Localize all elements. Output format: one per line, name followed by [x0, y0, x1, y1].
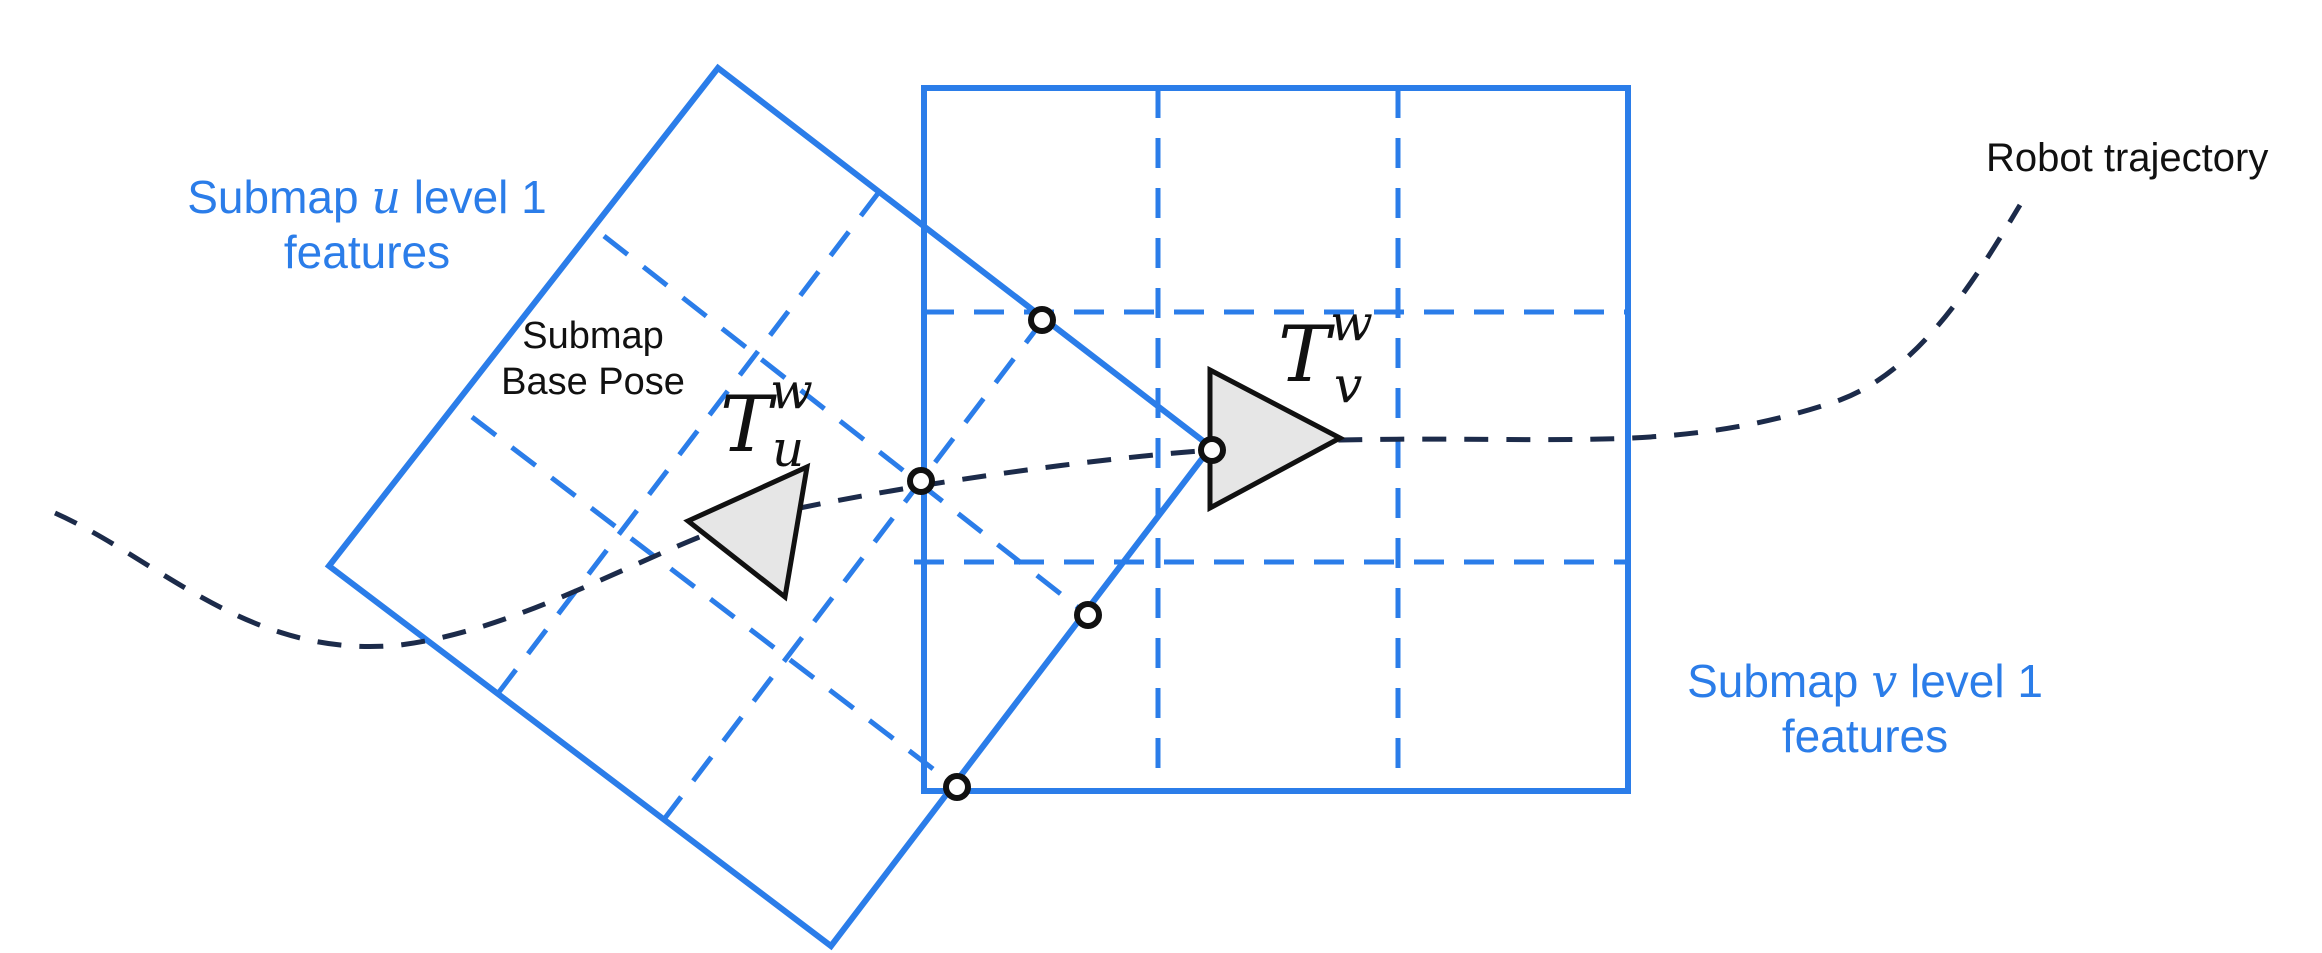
robot-trajectory-text: Robot trajectory — [1986, 136, 2269, 180]
keypoint-circle-icon — [1074, 601, 1102, 629]
pose-u-superscript: w — [770, 362, 813, 420]
keypoint-circle-icon — [907, 467, 935, 495]
base-pose-label-line1: Submap — [522, 315, 664, 357]
pose-v-subscript: v — [1334, 356, 1363, 414]
pose-v-symbol: T — [1278, 310, 1331, 400]
submap-v-label-line2: features — [1781, 710, 1949, 763]
submap-u-variable: u — [371, 170, 401, 224]
pose-v-math-label: T w v — [1278, 294, 1408, 430]
submap-v-variable: v — [1871, 654, 1898, 708]
pose-v-superscript: w — [1330, 294, 1373, 352]
pose-u-subscript: u — [772, 420, 805, 478]
submap-v-boundary — [921, 85, 1631, 794]
submap-u-grid-line — [663, 317, 1046, 820]
submap-u-label-line1: Submap u level 1 — [187, 170, 547, 224]
submap-v-label-line1: Submap v level 1 — [1687, 654, 2043, 708]
pose-triangle-u-icon — [683, 462, 811, 602]
submap-u-label-line2: features — [283, 226, 451, 279]
robot-trajectory-path — [53, 203, 2023, 649]
submap-u-grid-line — [602, 234, 1087, 615]
submap-v-label: Submap v level 1 features — [1660, 654, 2070, 764]
base-pose-label-line2: Base Pose — [501, 360, 685, 403]
keypoints — [907, 306, 1226, 801]
keypoint-circle-icon — [943, 773, 971, 801]
robot-trajectory-label: Robot trajectory — [1986, 134, 2268, 182]
base-pose-label: Submap Base Pose — [484, 314, 702, 405]
submap-u-grid-line — [497, 190, 881, 694]
keypoint-circle-icon — [1028, 306, 1056, 334]
pose-u-math-label: T w u — [720, 362, 840, 490]
submap-u-grid-line — [470, 415, 960, 790]
submap-u-label: Submap u level 1 features — [162, 170, 572, 280]
pose-u-symbol: T — [720, 380, 773, 470]
keypoint-circle-icon — [1198, 436, 1226, 464]
